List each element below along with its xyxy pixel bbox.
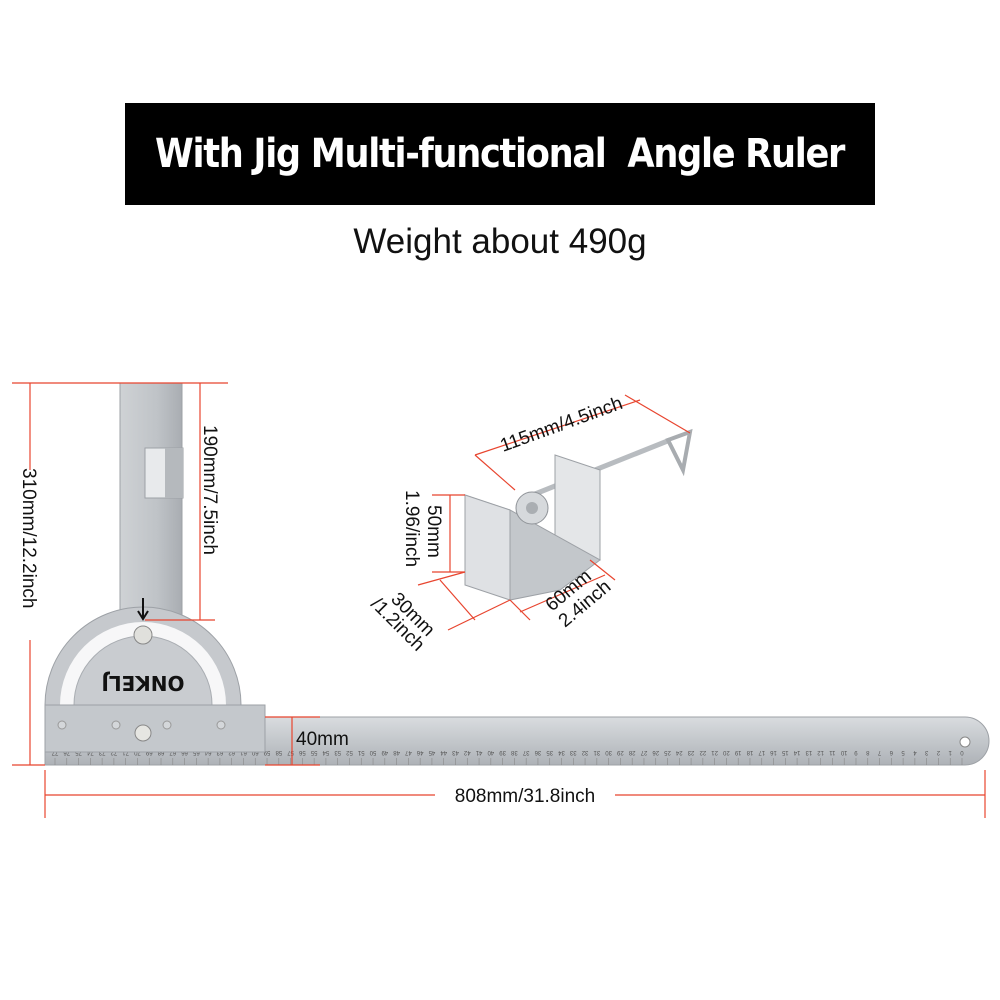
ruler-width-label: 40mm [296,729,349,750]
brand-logo: ONKELJ [101,671,184,695]
scale-number: 51 [357,749,364,755]
jig-clamp [464,428,693,601]
scale-number: 6 [889,749,893,755]
scale-number: 24 [675,749,682,755]
scale-number: 22 [699,749,706,755]
scale-number: 53 [334,749,341,755]
clamp-height-in-label: 1.96/inch [401,490,422,567]
scale-number: 57 [287,749,294,755]
weight-label: Weight about 490g [353,222,647,261]
scale-number: 20 [722,749,729,755]
scale-number: 49 [381,749,388,755]
scale-number: 31 [593,749,600,755]
scale-number: 19 [734,749,741,755]
scale-number: 54 [322,749,329,755]
scale-number: 47 [404,749,411,755]
scale-number: 12 [817,749,824,755]
clamp-length-label: 115mm/4.5inch [498,393,626,457]
scale-number: 39 [499,749,506,755]
scale-number: 4 [913,749,917,755]
scale-number: 42 [463,749,470,755]
scale-number: 56 [298,749,305,755]
ruler-blade: 7776757473727170696867666564636261605958… [44,716,990,766]
scale-number: 45 [428,749,435,755]
upright-height-label: 190mm/7.5inch [199,425,220,555]
scale-number: 30 [605,749,612,755]
scale-number: 16 [770,749,777,755]
scale-number: 29 [616,749,623,755]
scale-number: 5 [901,749,905,755]
scale-number: 3 [924,749,928,755]
scale-number: 9 [854,749,858,755]
scale-number: 14 [793,749,800,755]
scale-number: 34 [558,749,565,755]
total-height-label: 310mm/12.2inch [18,468,39,608]
scale-number: 23 [687,749,694,755]
scale-number: 18 [746,749,753,755]
scale-number: 36 [534,749,541,755]
scale-number: 0 [960,749,964,755]
scale-number: 10 [840,749,847,755]
protractor: ONKELJ [44,598,242,706]
scale-number: 26 [652,749,659,755]
scale-number: 33 [569,749,576,755]
scale-number: 15 [781,749,788,755]
scale-number: 11 [829,749,836,755]
scale-number: 27 [640,749,647,755]
scale-number: 46 [416,749,423,755]
scale-number: 44 [440,749,447,755]
scale-number: 1 [948,749,952,755]
scale-number: 21 [711,749,718,755]
scale-number: 7 [877,749,881,755]
base-block [44,704,266,753]
scale-number: 28 [628,749,635,755]
scale-number: 43 [452,749,459,755]
title-banner: With Jig Multi-functional Angle Ruler [125,103,875,205]
scale-number: 13 [805,749,812,755]
scale-number: 32 [581,749,588,755]
scale-number: 58 [275,749,282,755]
pivot-knob[interactable] [133,625,153,645]
clamp-height-mm-label: 50mm [423,505,444,558]
title: With Jig Multi-functional Angle Ruler [155,131,845,177]
scale-number: 48 [393,749,400,755]
scale-number: 17 [758,749,765,755]
scale-number: 55 [310,749,317,755]
scale-number: 35 [546,749,553,755]
scale-number: 8 [865,749,869,755]
scale-number: 59 [263,749,270,755]
ruler-length-label: 808mm/31.8inch [455,786,595,807]
scale-number: 40 [487,749,494,755]
scale-number: 38 [510,749,517,755]
arrow-down-icon [137,598,149,621]
lock-screw[interactable] [134,724,152,742]
scale-number: 25 [664,749,671,755]
scale-number: 2 [936,749,940,755]
scale-number: 50 [369,749,376,755]
scale-number: 41 [475,749,482,755]
scale-number: 37 [522,749,529,755]
clamp-dimension-lines [417,394,691,631]
scale-number: 52 [345,749,352,755]
